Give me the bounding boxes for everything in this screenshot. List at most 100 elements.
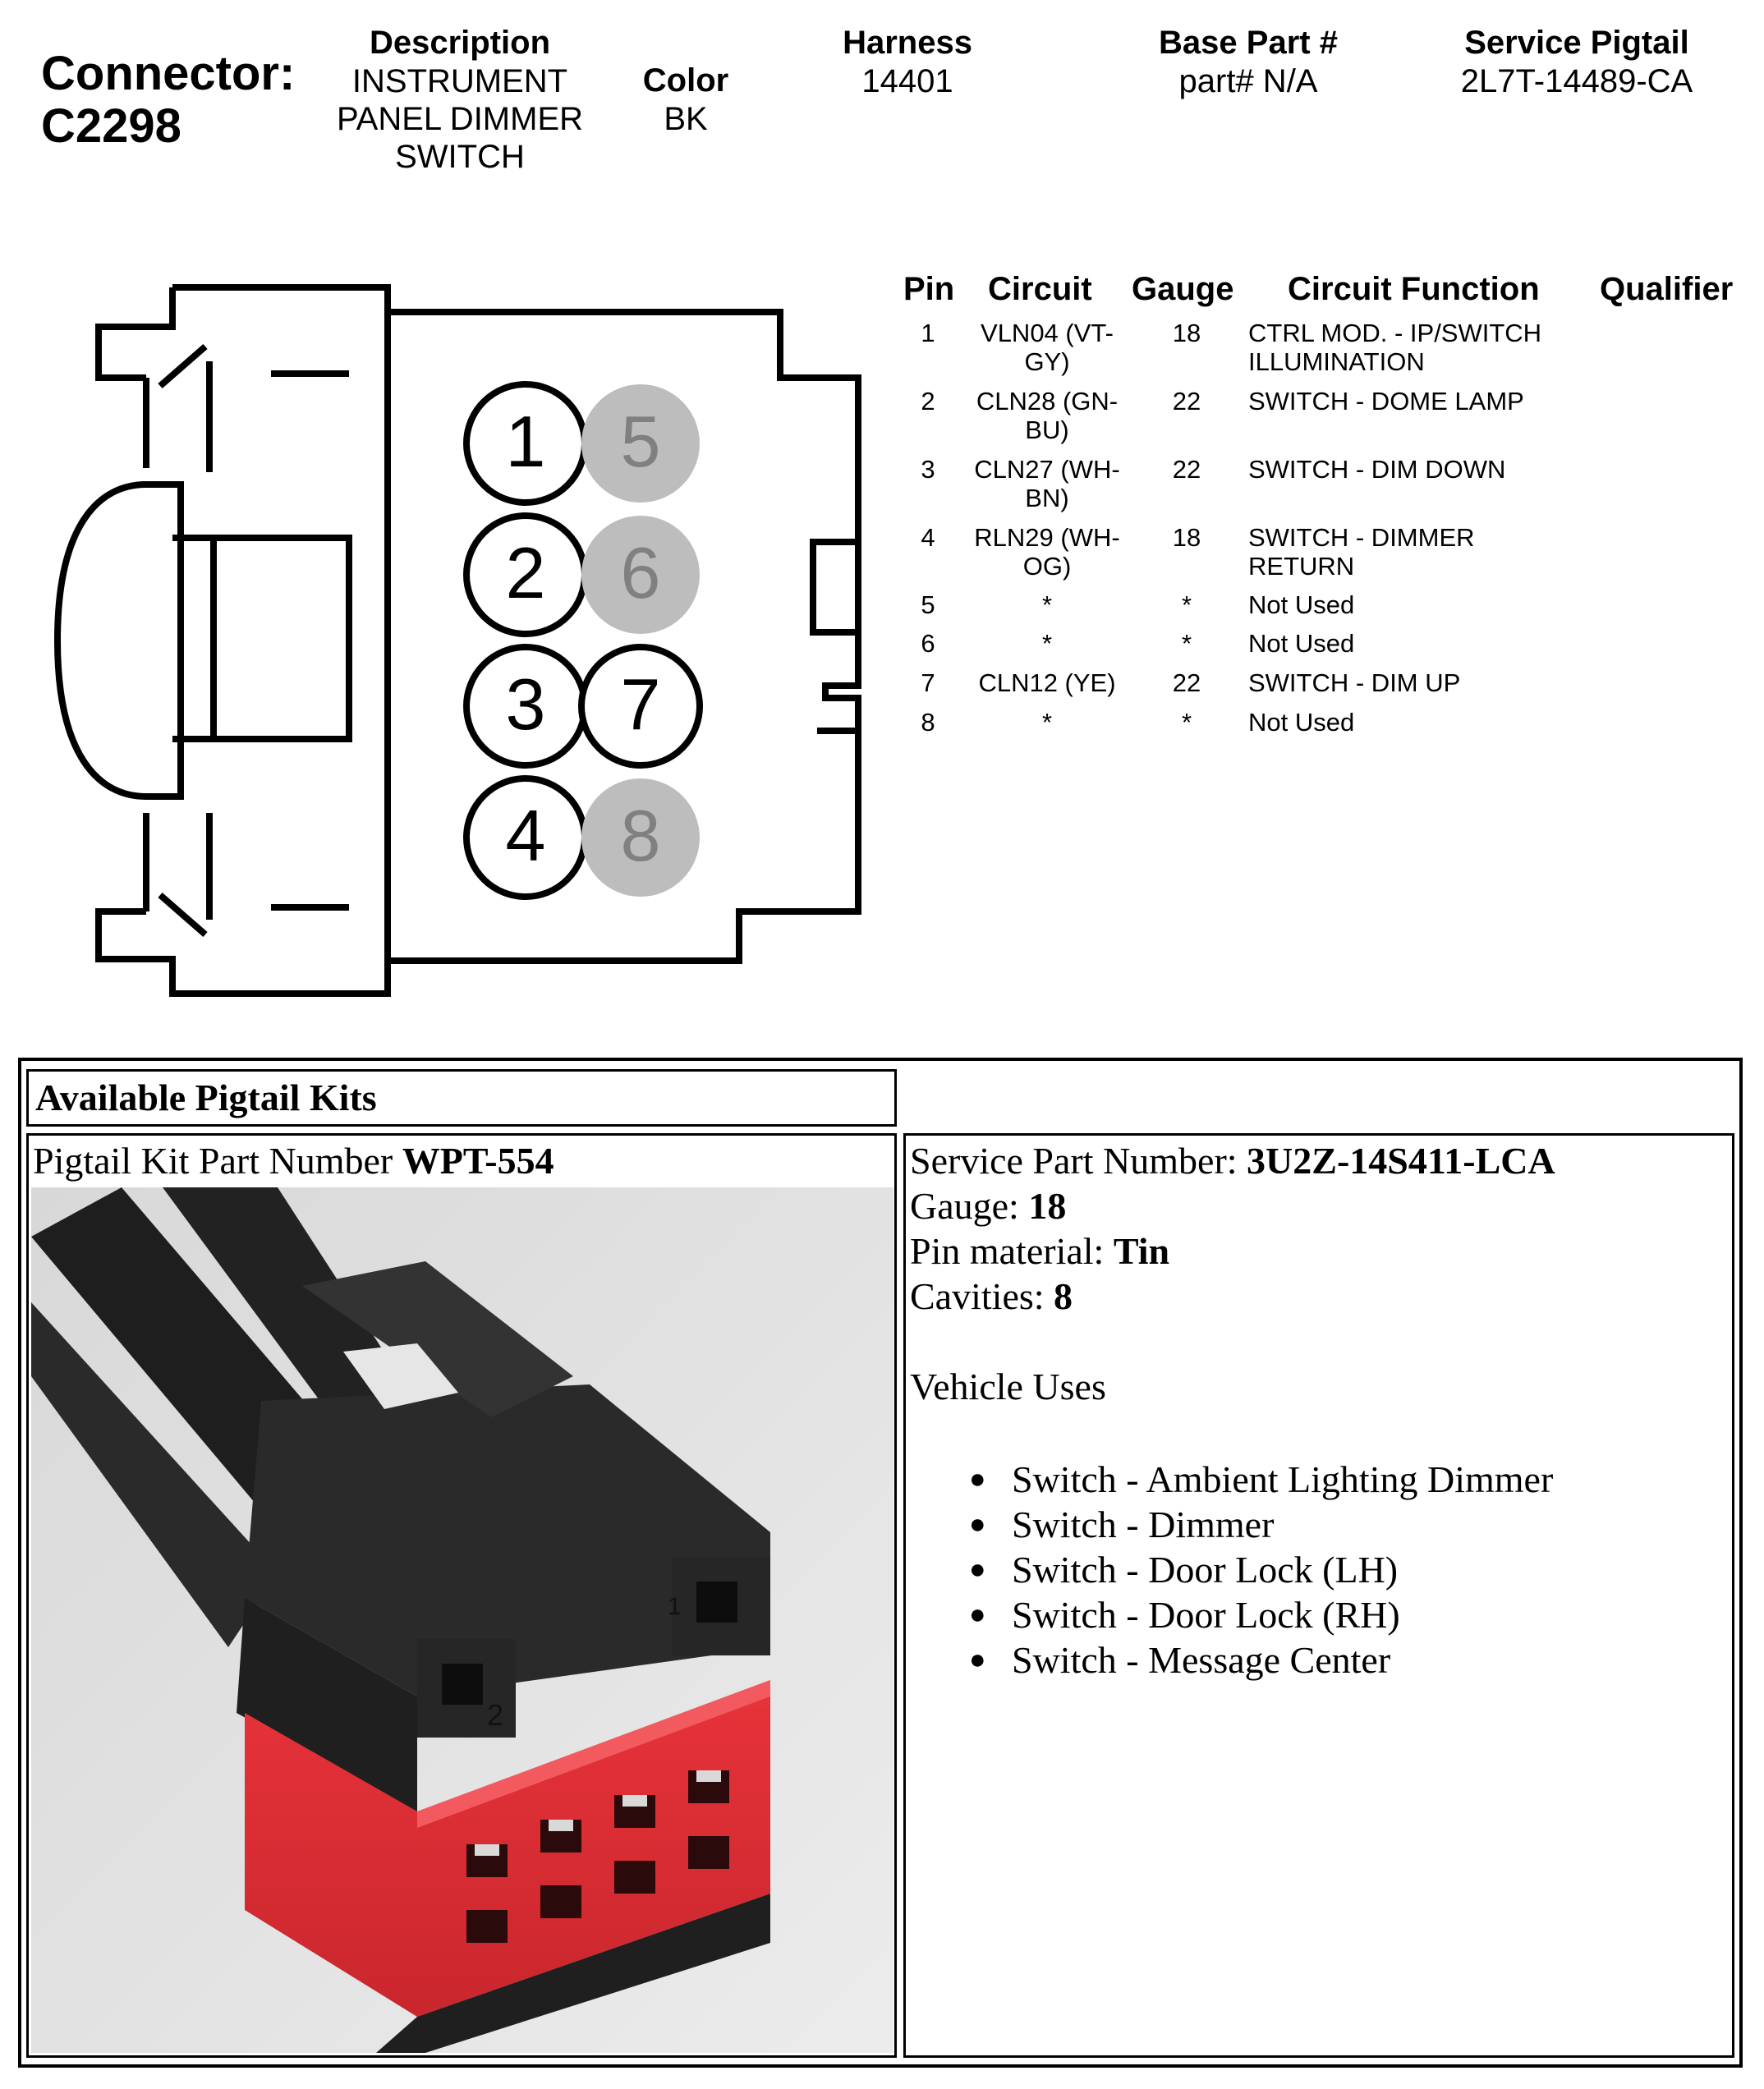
spec-value: 8 [1054, 1275, 1073, 1317]
gauge-value: 18 [1172, 523, 1201, 552]
service-pigtail-label: Service Pigtail [1464, 25, 1689, 61]
vehicle-use: Switch - Message Center [1012, 1639, 1391, 1681]
circuit-header: Circuit [988, 271, 1092, 307]
gauge-value: 22 [1172, 455, 1201, 484]
vehicle-uses-heading: Vehicle Uses [910, 1366, 1106, 1407]
pin-number: 5 [921, 590, 935, 619]
vehicle-use: Switch - Dimmer [1012, 1504, 1275, 1545]
spec-value: 18 [1028, 1185, 1067, 1227]
gauge-value: 22 [1172, 387, 1201, 416]
service-part-number: Service Part Number: 3U2Z-14S411-LCA [910, 1138, 1555, 1184]
vehicle-use: Switch - Ambient Lighting Dimmer [1012, 1458, 1554, 1500]
circuit-code-line: GY) [1024, 347, 1070, 376]
circuit-code-line: CLN27 (WH- [974, 455, 1120, 484]
pin-number: 6 [921, 629, 935, 658]
kit-label: Pigtail Kit Part Number [33, 1140, 402, 1182]
photo-cavity-number: 2 [487, 1698, 503, 1732]
circuit-code: CLN28 (GN-BU) [969, 387, 1125, 444]
circuit-code: * [1041, 590, 1053, 619]
circuit-function: Not Used [1248, 629, 1355, 658]
circuit-code: CLN27 (WH-BN) [969, 455, 1125, 512]
svg-text:8: 8 [621, 795, 661, 876]
svg-text:7: 7 [621, 663, 661, 745]
kit-number: WPT-554 [402, 1140, 554, 1182]
circuit-code: * [1041, 708, 1053, 737]
base-part-value: part# N/A [1178, 63, 1318, 99]
vehicle-uses-list: ●Switch - Ambient Lighting Dimmer ●Switc… [969, 1457, 1553, 1683]
pin-cavity-7: 7 [578, 644, 703, 769]
circuit-code: CLN12 (YE) [978, 668, 1116, 697]
svg-text:5: 5 [621, 401, 661, 482]
pin-row-5: 5 * * Not Used [887, 590, 1757, 648]
description-line: PANEL DIMMER [336, 101, 584, 137]
pin-cavity-4: 4 [463, 775, 588, 900]
service-pigtail-value: 2L7T-14489-CA [1460, 63, 1693, 99]
circuit-function-line: CTRL MOD. - IP/SWITCH [1248, 319, 1542, 347]
pigtail-connector-photo: 2 1 [31, 1187, 893, 2053]
circuit-function-header: Circuit Function [1288, 271, 1540, 307]
photo-cavity-mark: 1 [668, 1593, 682, 1620]
circuit-function-line: ILLUMINATION [1248, 347, 1425, 376]
pin-grid: 1 2 3 4 5 6 7 8 [463, 381, 703, 900]
connector-face-diagram: 1 2 3 4 5 6 7 8 [53, 284, 861, 997]
service-pigtail-column: Service Pigtail 2L7T-14489-CA [1429, 23, 1725, 100]
gauge-header: Gauge [1132, 271, 1234, 307]
bullet-icon: ● [969, 1464, 986, 1494]
spec-pin-material: Pin material: Tin [910, 1228, 1169, 1274]
pin-row-7: 7 CLN12 (YE) 22 SWITCH - DIM UP [887, 668, 1757, 726]
gauge-value: 22 [1172, 668, 1201, 697]
pin-cavity-6: 6 [581, 516, 700, 634]
harness-value: 14401 [861, 63, 953, 99]
pigtail-kits-title: Available Pigtail Kits [26, 1069, 897, 1127]
pin-number: 2 [921, 387, 935, 416]
svg-text:4: 4 [506, 795, 546, 876]
pigtail-specs-cell [903, 1133, 1734, 2058]
harness-column: Harness 14401 [788, 23, 1027, 100]
gauge-value: * [1181, 708, 1192, 737]
circuit-code-line: RLN29 (WH- [974, 523, 1120, 552]
vehicle-use: Switch - Door Lock (RH) [1012, 1594, 1400, 1636]
pin-row-2: 2 CLN28 (GN-BU) 22 SWITCH - DOME LAMP [887, 387, 1757, 444]
connector-id: C2298 [41, 99, 181, 153]
pin-number: 3 [921, 455, 935, 484]
gauge-value: 18 [1172, 319, 1201, 347]
bullet-icon: ● [969, 1600, 986, 1630]
description-label: Description [369, 25, 551, 61]
list-item: ● Switch - Ambient Lighting Dimmer [969, 1457, 1553, 1502]
harness-label: Harness [843, 25, 972, 61]
base-part-column: Base Part # part# N/A [1125, 23, 1371, 100]
list-item: ● Switch - Message Center [969, 1637, 1553, 1683]
circuit-function: SWITCH - DOME LAMP [1248, 387, 1524, 416]
pin-row-1: 1 VLN04 (VT-GY) 18 CTRL MOD. - IP/SWITCH… [887, 319, 1757, 376]
circuit-code-line: BN) [1025, 484, 1069, 512]
spec-label: Pin material: [910, 1230, 1114, 1272]
list-item: ●Switch - Door Lock (LH) [969, 1547, 1553, 1592]
circuit-function: Not Used [1248, 590, 1355, 619]
spec-label: Gauge: [910, 1185, 1029, 1227]
pigtail-kit-cell [26, 1133, 897, 2058]
base-part-label: Base Part # [1159, 25, 1338, 61]
circuit-function: Not Used [1248, 708, 1355, 737]
connector-label: Connector: [41, 47, 296, 100]
qualifier-header: Qualifier [1600, 271, 1734, 307]
spec-label: Cavities: [910, 1275, 1054, 1317]
bullet-icon: ● [969, 1645, 986, 1675]
list-item: ● Switch - Door Lock (RH) [969, 1592, 1553, 1637]
color-label: Color [642, 62, 729, 99]
svg-text:1: 1 [506, 401, 546, 482]
description-line: SWITCH [395, 139, 525, 175]
list-item: ●Switch - Dimmer [969, 1502, 1553, 1547]
spec-cavities: Cavities: 8 [910, 1274, 1073, 1320]
circuit-function-line: RETURN [1248, 552, 1355, 581]
circuit-function: SWITCH - DIM DOWN [1248, 455, 1506, 484]
circuit-code: RLN29 (WH-OG) [969, 523, 1125, 581]
connector-outline [53, 284, 861, 997]
color-column: Color BK [624, 61, 747, 138]
circuit-code: * [1041, 629, 1053, 658]
color-value: BK [664, 101, 708, 137]
svg-text:3: 3 [506, 663, 546, 745]
connector-heading: Connector: C2298 [41, 48, 295, 153]
